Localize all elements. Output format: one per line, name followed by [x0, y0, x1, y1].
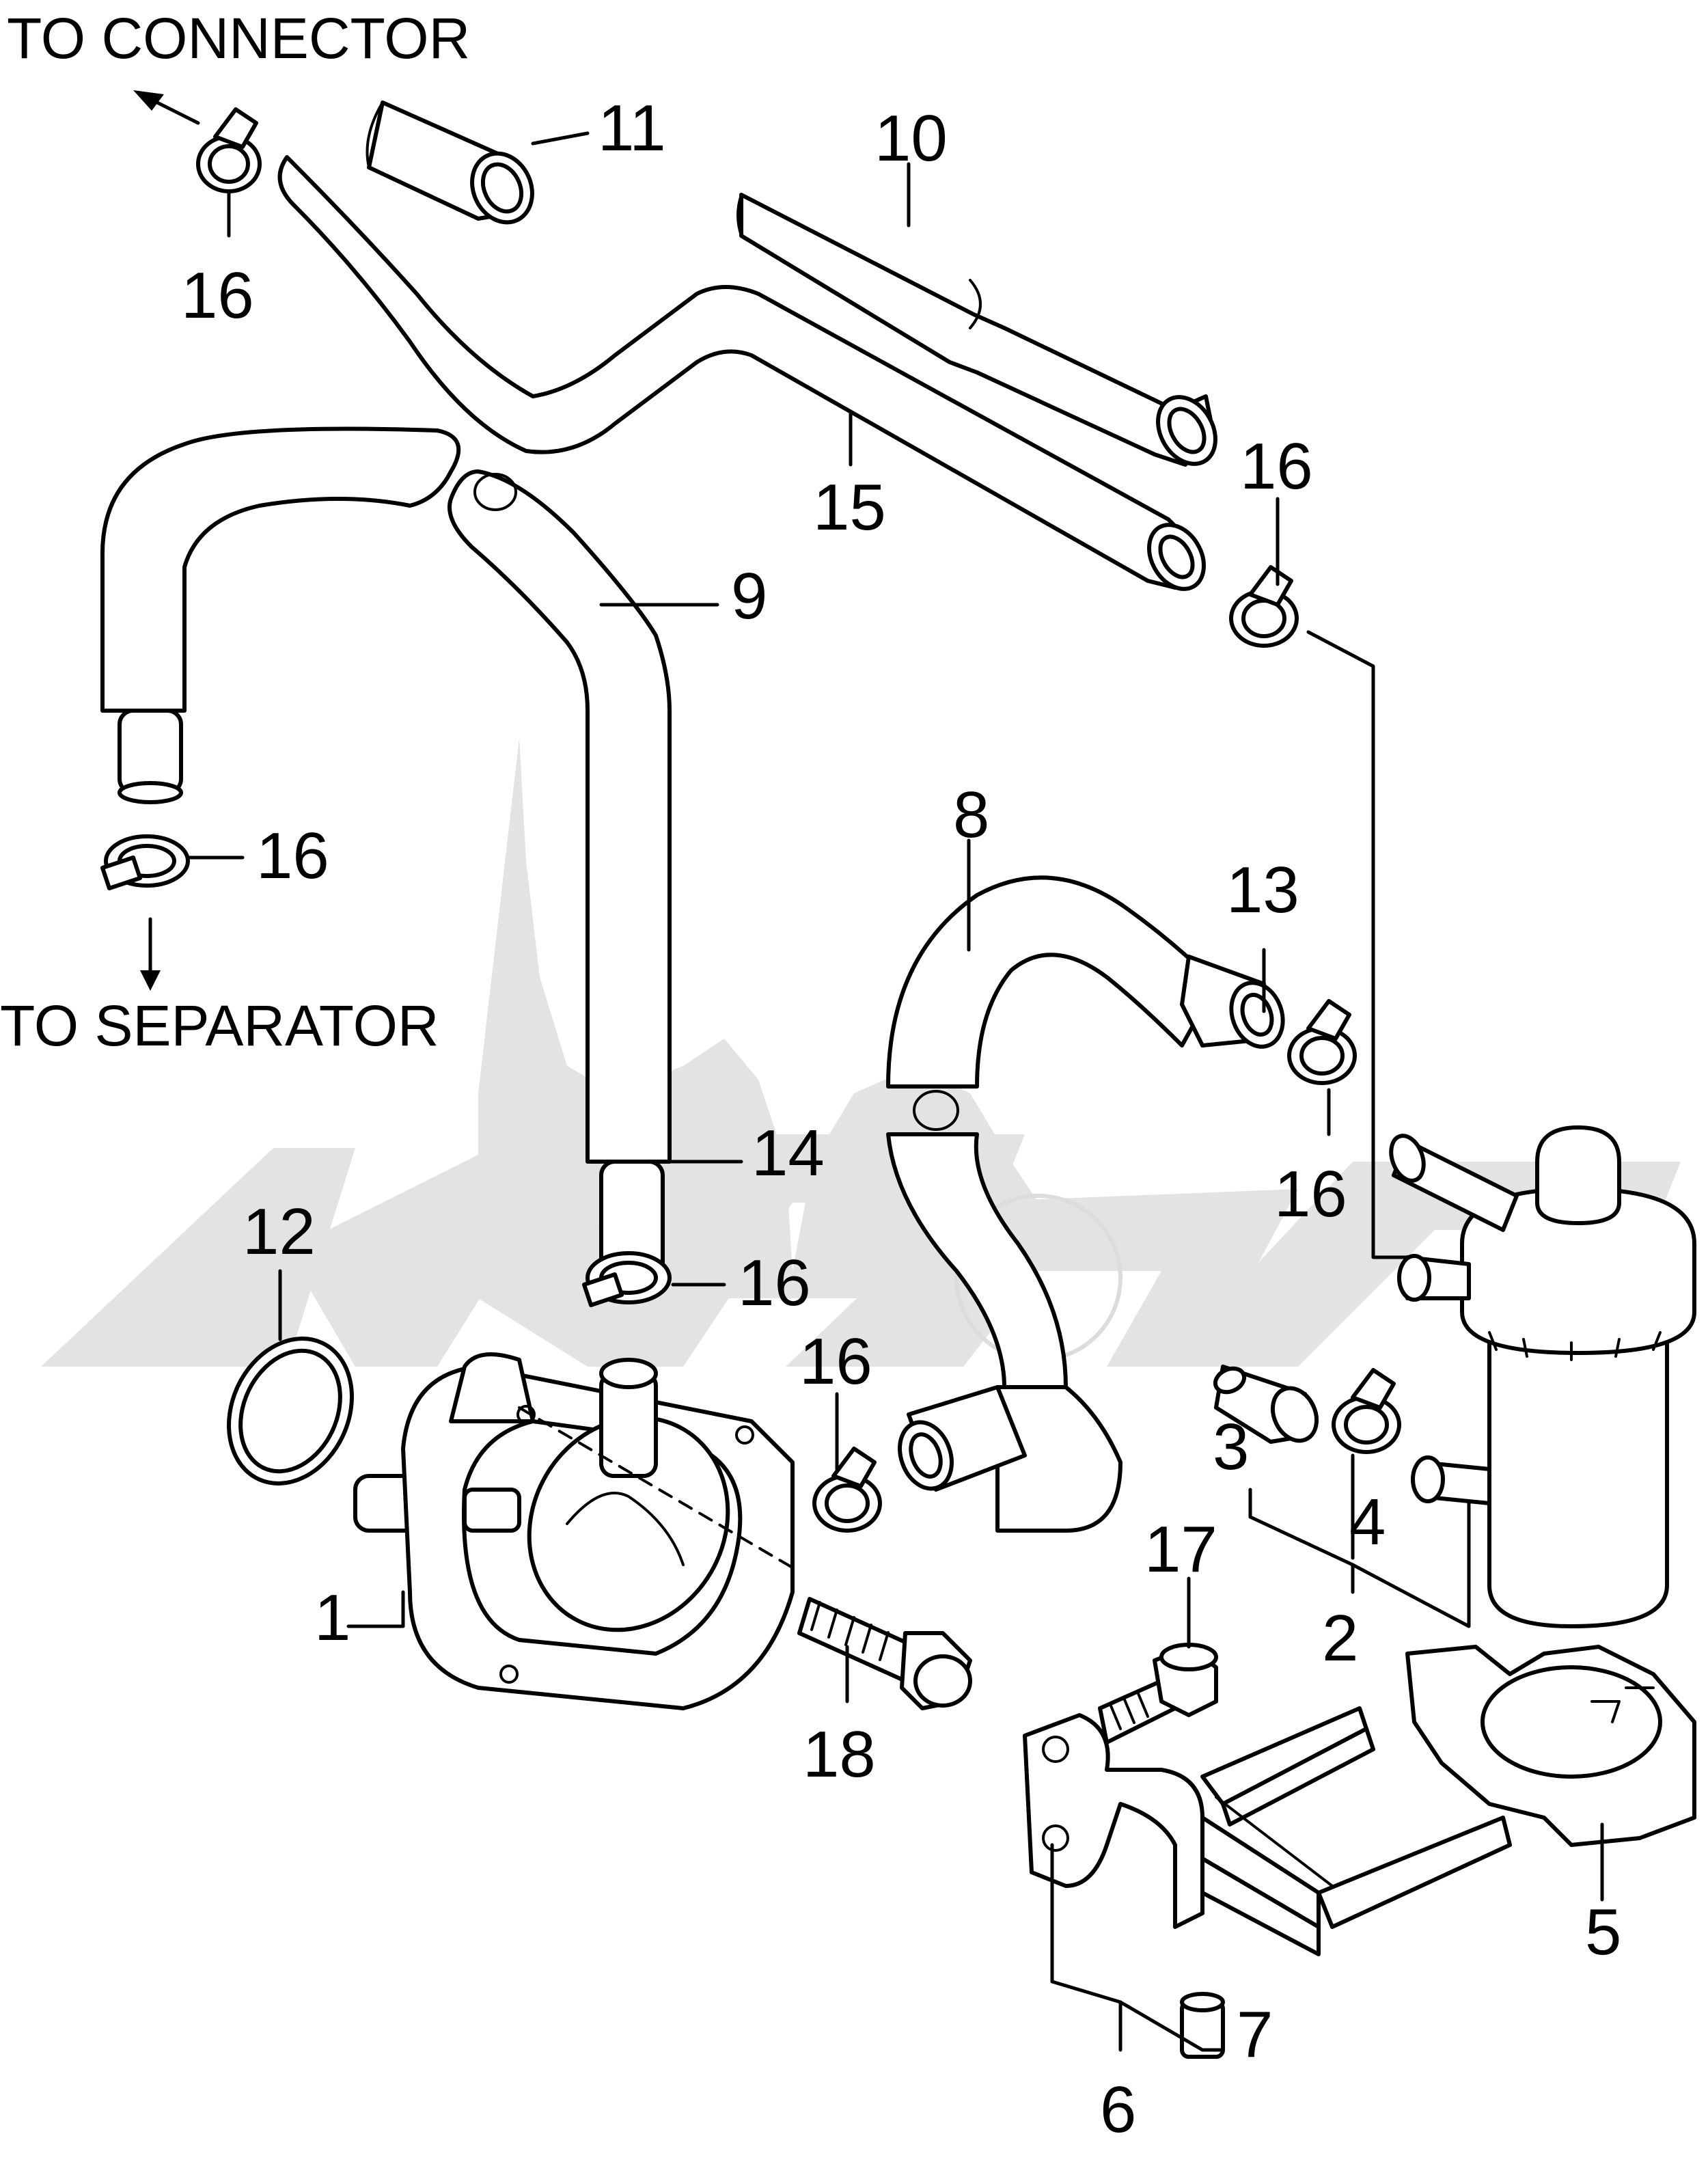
hose-9	[100, 426, 672, 1289]
bolt-18	[518, 1406, 972, 1710]
separator-2	[1389, 1125, 1696, 1628]
callout-10: 10	[874, 102, 948, 175]
notes: TO CONNECTOR TO SEPARATOR	[0, 6, 470, 1058]
clamp-16-a	[196, 107, 262, 193]
callout-11: 11	[598, 92, 666, 165]
callout-8: 8	[953, 778, 989, 851]
callout-16-right-mid: 16	[1274, 1158, 1347, 1231]
hose-3	[1213, 1365, 1319, 1444]
note-to-separator: TO SEPARATOR	[0, 994, 439, 1058]
callout-16-mid: 16	[799, 1325, 872, 1398]
bolt-17	[1098, 1643, 1218, 1744]
arrow-to-separator	[140, 917, 161, 991]
callout-12: 12	[243, 1195, 316, 1268]
callout-16-right-top: 16	[1240, 430, 1313, 503]
callout-4: 4	[1349, 1486, 1386, 1559]
o-ring-12	[227, 1337, 354, 1486]
callout-18: 18	[803, 1718, 876, 1791]
leader-lines	[186, 131, 1604, 2052]
callout-7: 7	[1237, 1998, 1273, 2071]
clamp-16-f	[812, 1447, 882, 1533]
clamp-16-b	[1229, 565, 1299, 648]
callout-17: 17	[1144, 1513, 1217, 1586]
collar-7	[1180, 1992, 1225, 2059]
clamp-16-e	[582, 1251, 672, 1307]
hose-15	[277, 155, 1206, 591]
clamp-16-g	[1332, 1368, 1401, 1454]
note-to-connector: TO CONNECTOR	[7, 6, 470, 70]
bracket-5	[1405, 1645, 1696, 1847]
callout-1: 1	[314, 1581, 350, 1654]
clamp-16-d	[1287, 999, 1357, 1085]
callout-3: 3	[1213, 1410, 1249, 1483]
callout-9: 9	[731, 560, 767, 633]
watermark-lettering	[41, 1134, 1681, 1367]
callout-6: 6	[1100, 2073, 1136, 2146]
callout-5: 5	[1585, 1896, 1621, 1969]
callout-16-center: 16	[738, 1246, 811, 1319]
callouts: 1 2 3 4 5 6 7 8 9 10 11 12 13 14 15 16 1…	[181, 92, 1621, 2146]
arrow-to-connector	[133, 90, 200, 125]
hose-10	[736, 193, 1217, 467]
callout-14: 14	[752, 1117, 825, 1190]
frame-6	[1023, 1706, 1512, 1956]
callout-15: 15	[813, 471, 886, 544]
clamp-16-c	[100, 834, 190, 890]
callout-16-left-mid: 16	[256, 819, 329, 892]
callout-13: 13	[1226, 853, 1299, 927]
callout-16-top-left: 16	[181, 259, 254, 332]
hose-11	[366, 100, 534, 225]
callout-2: 2	[1322, 1602, 1358, 1675]
pump-body-1	[353, 1352, 795, 1710]
